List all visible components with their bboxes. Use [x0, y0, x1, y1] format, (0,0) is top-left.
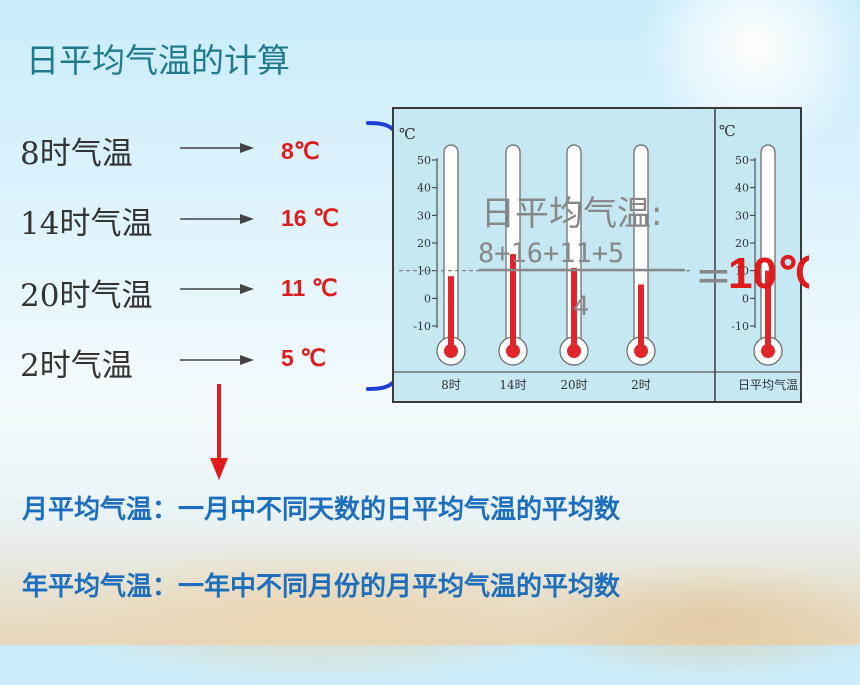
mercury-column [571, 267, 577, 351]
mercury-column [510, 254, 516, 351]
tick-label: 40 [417, 182, 431, 195]
mercury-column [638, 284, 644, 351]
equals-sign: = [695, 250, 732, 301]
row-value-8: 8℃ [281, 138, 320, 164]
mercury-column [765, 270, 771, 351]
thermometer-caption: 8时 [441, 378, 461, 392]
thermometer-caption: 20时 [560, 378, 587, 392]
tick-label: 0 [424, 292, 431, 305]
tick-label: 0 [742, 292, 749, 305]
right-arrow-icon [180, 143, 254, 153]
row-label-2: 2时气温 [20, 348, 133, 384]
tick-label: 10 [735, 265, 749, 278]
thermometer: 8时 [436, 144, 466, 392]
tick-label: -10 [413, 320, 431, 333]
formula-denominator: 4 [573, 291, 589, 322]
thermometer-caption: 14时 [499, 378, 526, 392]
tick-label: 20 [735, 237, 749, 250]
tick-label: 30 [735, 209, 749, 222]
tick-label: 20 [417, 237, 431, 250]
average-result: 10℃ [728, 249, 809, 298]
unit-right: ℃ [719, 122, 736, 140]
row-value-14: 16 ℃ [281, 205, 339, 231]
thermometer: 日平均气温 [738, 144, 798, 392]
thermometer: 2时 [626, 144, 656, 392]
thermometer-caption: 日平均气温 [738, 377, 798, 392]
thermometer: 14时 [498, 144, 528, 392]
row-label-20: 20时气温 [20, 278, 153, 314]
right-arrow-icon [180, 284, 254, 294]
formula-numerator: 8+16+11+5 [478, 238, 624, 269]
unit-left: ℃ [399, 125, 416, 143]
right-arrow-icon [180, 214, 254, 224]
tick-label: 50 [417, 154, 431, 167]
monthly-average-text: 月平均气温：一月中不同天数的日平均气温的平均数 [22, 495, 621, 525]
page-title: 日平均气温的计算 [26, 41, 290, 80]
axis-right: 50 40 30 20 10 0 -10 [731, 154, 756, 333]
thermometers: 8时 14时 20时 2时 日平均气温 [436, 144, 798, 392]
tick-label: 50 [735, 154, 749, 167]
tick-label: 40 [735, 182, 749, 195]
right-arrow-icon [180, 355, 254, 365]
tick-label: -10 [731, 320, 749, 333]
overlay-label: 日平均气温: [481, 194, 662, 234]
row-label-14: 14时气温 [20, 206, 153, 242]
thermometer: 20时 [559, 144, 589, 392]
down-arrow-icon [210, 384, 228, 480]
thermometer-caption: 2时 [631, 378, 651, 392]
yearly-average-text: 年平均气温：一年中不同月份的月平均气温的平均数 [22, 572, 621, 602]
row-label-8: 8时气温 [20, 136, 133, 172]
row-value-20: 11 ℃ [281, 275, 338, 301]
tick-label: 30 [417, 209, 431, 222]
row-value-2: 5 ℃ [281, 345, 327, 371]
mercury-column [448, 276, 454, 351]
